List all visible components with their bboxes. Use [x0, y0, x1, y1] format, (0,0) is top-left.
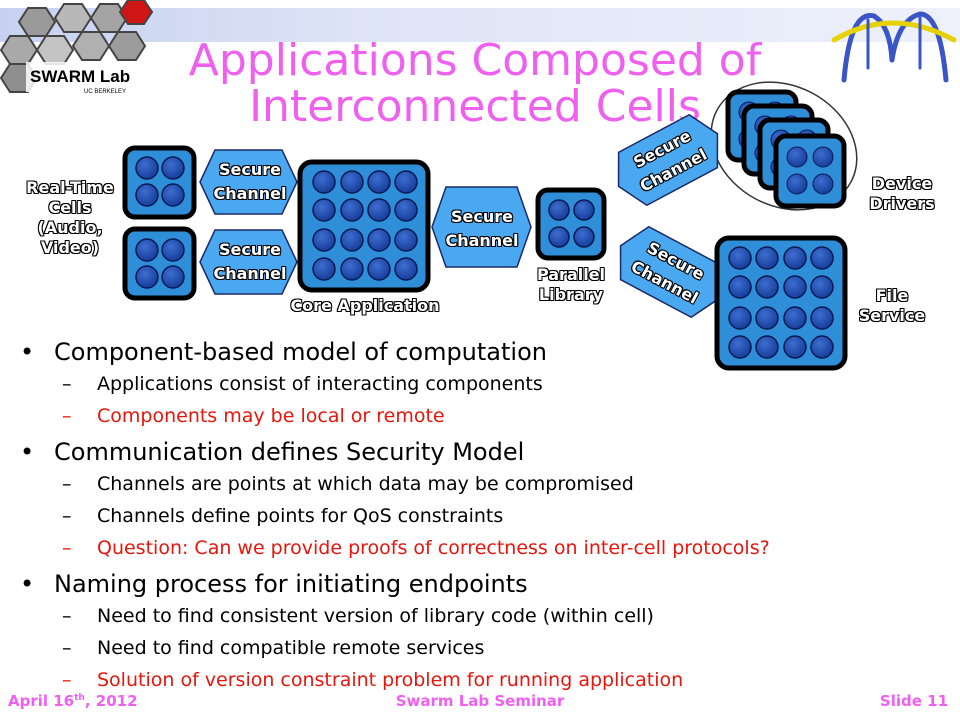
dash-icon: – — [62, 669, 72, 691]
secure-channel-arrow-middle — [431, 186, 532, 268]
bridge-m-logo — [831, 11, 957, 83]
cell-diagram — [122, 81, 858, 371]
logo-subtext: UC BERKELEY — [84, 89, 126, 95]
device-drivers-group-outline — [710, 81, 858, 211]
parallel-library-cell — [535, 187, 607, 261]
sub-bullet-item: –Applications consist of interacting com… — [20, 368, 950, 400]
secure-channel-arrow-up — [617, 113, 719, 207]
dash-icon: – — [62, 473, 72, 495]
secure-channel-arrow-top — [199, 149, 298, 215]
secure-channel-arrow-bottom — [199, 229, 298, 295]
title-line-2: Interconnected Cells — [249, 81, 701, 132]
bullet-item: •Communication defines Security Model — [20, 438, 525, 466]
sub-bullet-item: –Question: Can we provide proofs of corr… — [20, 532, 950, 564]
device-driver-cells — [725, 89, 847, 209]
dash-icon: – — [62, 605, 72, 627]
logo-text: SWARM Lab — [30, 67, 130, 86]
dash-icon: – — [62, 373, 72, 395]
footer-date: April 16th, 2012 — [8, 692, 138, 710]
bullet-item: •Component-based model of computation — [20, 338, 547, 366]
bullet-list: •Component-based model of computation –A… — [20, 332, 950, 696]
dash-icon: – — [62, 505, 72, 527]
sub-bullet-item: –Channels define points for QoS constrai… — [20, 500, 950, 532]
bullet-item: •Naming process for initiating endpoints — [20, 570, 528, 598]
file-service-cell — [714, 235, 848, 371]
swarm-lab-logo: SWARM Lab UC BERKELEY — [0, 0, 154, 95]
sub-bullet-item: –Components may be local or remote — [20, 400, 950, 432]
realtime-cell-2 — [122, 226, 197, 301]
bullet-dot-icon: • — [20, 438, 35, 466]
header-bar — [0, 8, 960, 42]
bullet-dot-icon: • — [20, 338, 35, 366]
slide-title: Applications Composed of Interconnected … — [160, 38, 790, 130]
sub-bullet-item: –Need to find compatible remote services — [20, 632, 950, 664]
core-application-label: Core Application — [290, 296, 440, 315]
dash-icon: – — [62, 537, 72, 559]
bullet-dot-icon: • — [20, 570, 35, 598]
sub-bullet-item: –Need to find consistent version of libr… — [20, 600, 950, 632]
footer-title: Swarm Lab Seminar — [395, 692, 565, 710]
realtime-cell-1 — [122, 145, 197, 220]
dash-icon: – — [62, 405, 72, 427]
slide-number: Slide 11 — [879, 692, 948, 710]
dash-icon: – — [62, 637, 72, 659]
realtime-cells-label: Real-Time Cells (Audio, Video) — [26, 178, 114, 257]
sub-bullet-item: –Solution of version constraint problem … — [20, 664, 950, 696]
core-application-cell — [297, 159, 431, 293]
sub-bullet-item: –Channels are points at which data may b… — [20, 468, 950, 500]
title-line-1: Applications Composed of — [188, 35, 762, 86]
